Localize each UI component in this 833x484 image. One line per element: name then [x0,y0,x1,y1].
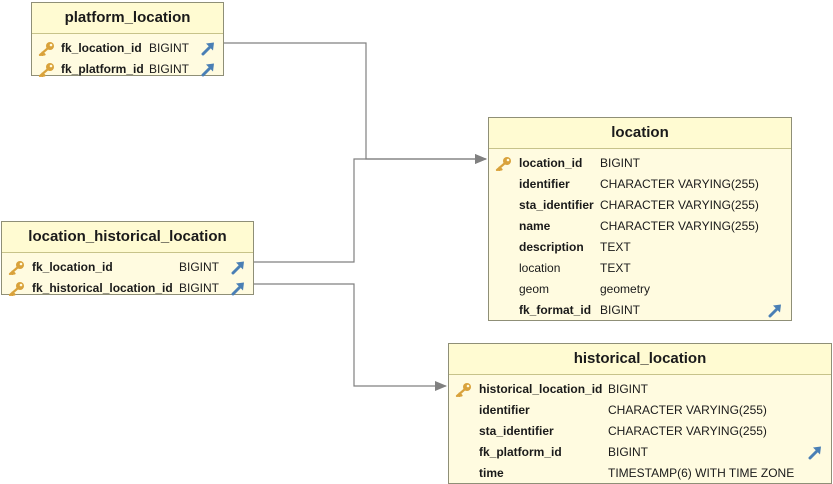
column-row[interactable]: fk_location_id BIGINT [32,38,223,59]
column-type: BIGINT [179,281,220,295]
key-icon [495,156,513,172]
connector-location-historical-to-historical-location [253,283,447,391]
column-name: fk_format_id [519,303,592,317]
column-name: fk_historical_location_id [32,281,173,295]
entity-title: location [489,118,791,149]
column-name: historical_location_id [479,382,603,396]
column-type: CHARACTER VARYING(255) [600,177,759,191]
fk-arrow-icon[interactable] [807,445,823,460]
column-type: CHARACTER VARYING(255) [600,219,759,233]
column-name: fk_location_id [32,260,113,274]
column-type: BIGINT [608,445,649,459]
column-name: location [519,261,561,275]
column-name: sta_identifier [519,198,594,212]
column-type: CHARACTER VARYING(255) [600,198,759,212]
column-row[interactable]: location_id BIGINT [489,153,791,174]
column-row[interactable]: sta_identifier CHARACTER VARYING(255) [489,195,791,216]
fk-arrow-icon[interactable] [767,303,783,318]
column-name: time [479,466,504,480]
column-type: BIGINT [600,303,641,317]
entity-location-historical-location[interactable]: location_historical_location fk_location… [1,221,254,297]
column-row[interactable]: fk_platform_id BIGINT [449,442,831,463]
column-name: name [519,219,551,233]
entity-title: historical_location [449,344,831,375]
key-icon [8,260,26,276]
column-row[interactable]: location TEXT [489,258,791,279]
connector-platform-location-to-location [224,42,487,164]
column-row[interactable]: fk_location_id BIGINT [2,257,253,278]
column-row[interactable]: sta_identifier CHARACTER VARYING(255) [449,421,831,442]
column-row[interactable]: name CHARACTER VARYING(255) [489,216,791,237]
column-name: location_id [519,156,583,170]
fk-arrow-icon[interactable] [230,281,246,296]
column-type: BIGINT [179,260,220,274]
column-row[interactable]: time TIMESTAMP(6) WITH TIME ZONE [449,463,831,484]
key-icon [38,41,56,57]
column-type: BIGINT [149,41,190,55]
column-type: CHARACTER VARYING(255) [608,403,767,417]
column-name: fk_platform_id [479,445,562,459]
fk-arrow-icon[interactable] [200,41,216,56]
entity-title: location_historical_location [2,222,253,253]
fk-arrow-icon[interactable] [230,260,246,275]
column-name: identifier [479,403,530,417]
column-name: identifier [519,177,570,191]
column-name: sta_identifier [479,424,554,438]
column-type: CHARACTER VARYING(255) [608,424,767,438]
column-type: TEXT [600,240,631,254]
entity-historical-location[interactable]: historical_location historical_location_… [448,343,832,484]
fk-arrow-icon[interactable] [200,62,216,77]
column-name: description [519,240,584,254]
entity-location[interactable]: location location_id BIGINT identifier C… [488,117,792,321]
column-name: fk_platform_id [61,62,144,76]
column-type: BIGINT [149,62,190,76]
column-row[interactable]: fk_historical_location_id BIGINT [2,278,253,299]
column-type: BIGINT [608,382,649,396]
column-row[interactable]: description TEXT [489,237,791,258]
column-row[interactable]: fk_format_id BIGINT [489,300,791,321]
entity-platform-location[interactable]: platform_location fk_location_id BIGINT … [31,2,224,78]
column-row[interactable]: identifier CHARACTER VARYING(255) [449,400,831,421]
column-row[interactable]: fk_platform_id BIGINT [32,59,223,80]
column-type: TIMESTAMP(6) WITH TIME ZONE [608,466,795,480]
column-type: BIGINT [600,156,641,170]
key-icon [455,382,473,398]
key-icon [38,62,56,78]
column-row[interactable]: geom geometry [489,279,791,300]
entity-title: platform_location [32,3,223,34]
key-icon [8,281,26,297]
column-name: geom [519,282,550,296]
connector-location-historical-to-location [253,154,487,263]
column-type: TEXT [600,261,631,275]
column-type: geometry [600,282,651,296]
column-name: fk_location_id [61,41,142,55]
column-row[interactable]: identifier CHARACTER VARYING(255) [489,174,791,195]
column-row[interactable]: historical_location_id BIGINT [449,379,831,400]
